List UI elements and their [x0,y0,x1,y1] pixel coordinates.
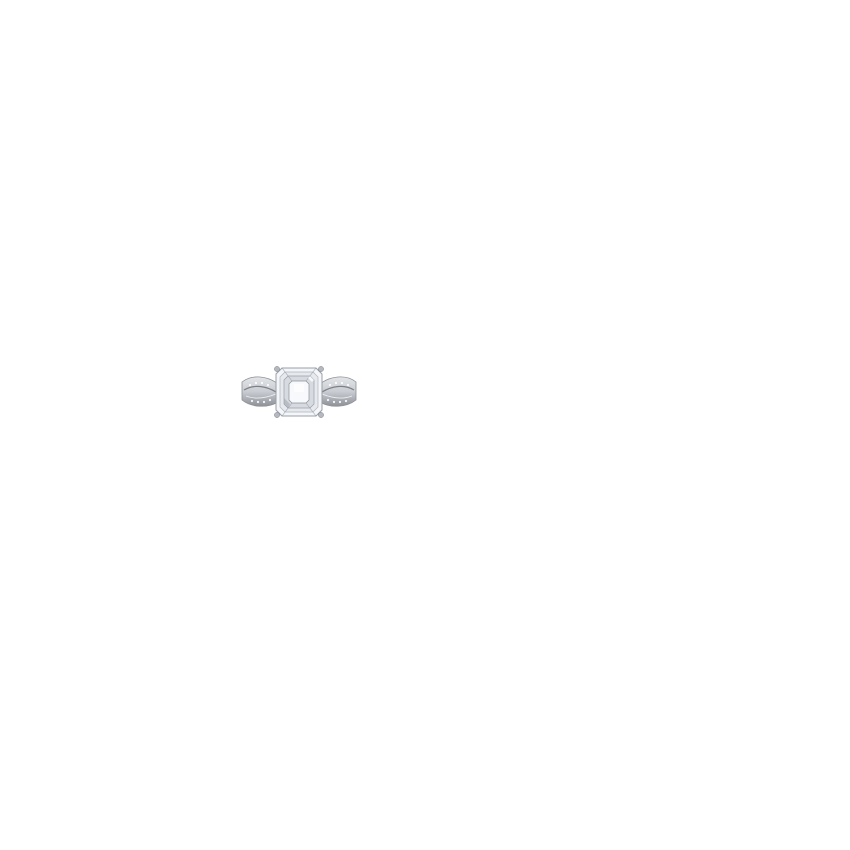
prongs [274,366,324,418]
left-band [241,376,279,407]
ring-illustration [241,366,357,418]
ring-icon [238,360,360,424]
center-stone [275,367,323,417]
right-band [319,376,357,407]
